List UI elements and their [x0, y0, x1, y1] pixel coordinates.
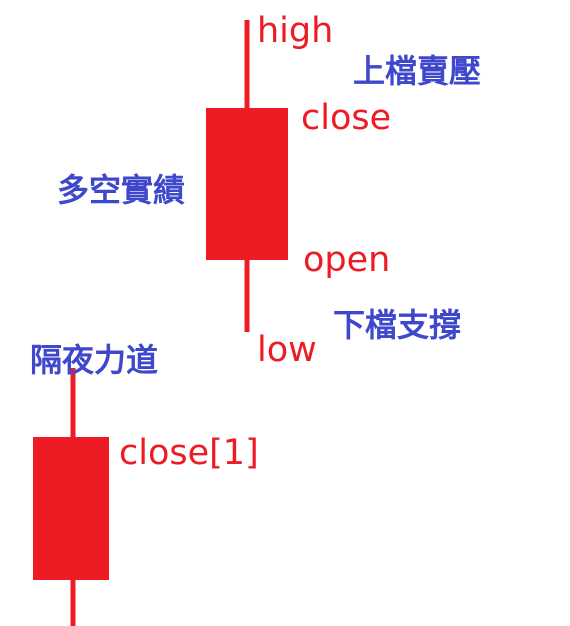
low-label: low — [257, 330, 317, 370]
lower-support-annotation: 下檔支撐 — [333, 306, 462, 344]
prev-candle-body — [33, 437, 109, 580]
close-label: close — [301, 98, 392, 138]
overnight-force-annotation: 隔夜力道 — [30, 341, 159, 379]
upper-resistance-annotation: 上檔賣壓 — [353, 52, 482, 90]
body-meaning-annotation: 多空實績 — [57, 171, 186, 209]
high-label: high — [257, 11, 334, 51]
prev-close-label: close[1] — [119, 433, 259, 473]
open-label: open — [303, 240, 391, 280]
main-candle-body — [206, 108, 288, 260]
